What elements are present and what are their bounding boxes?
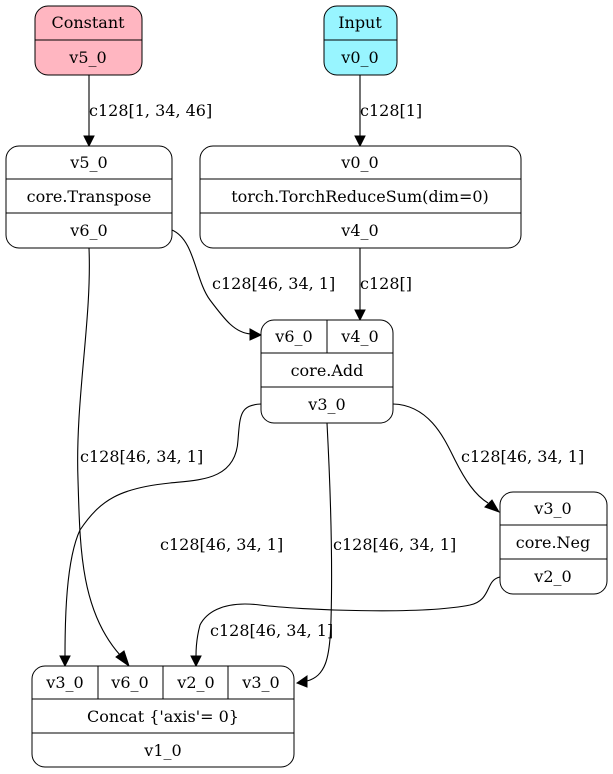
edge-label: c128[46, 34, 1] bbox=[160, 535, 283, 554]
edge-label: c128[46, 34, 1] bbox=[333, 535, 456, 554]
edge-label: c128[] bbox=[360, 274, 412, 293]
node-output-port: v4_0 bbox=[340, 221, 378, 240]
node-input-port: v0_0 bbox=[340, 153, 378, 172]
edge-add-concat-last: c128[46, 34, 1] bbox=[295, 422, 456, 688]
node-input-port: v6_0 bbox=[110, 673, 148, 692]
node-title: Input bbox=[338, 13, 382, 32]
edge-add-neg: c128[46, 34, 1] bbox=[392, 403, 584, 513]
edge-label: c128[46, 34, 1] bbox=[212, 274, 335, 293]
neg-node[interactable]: v3_0 core.Neg v2_0 bbox=[499, 491, 608, 595]
add-node[interactable]: v6_0 v4_0 core.Add v3_0 bbox=[260, 319, 394, 424]
node-output-port: v5_0 bbox=[68, 48, 106, 67]
node-input-port: v3_0 bbox=[45, 673, 83, 692]
edge-transpose-add: c128[46, 34, 1] bbox=[171, 229, 335, 341]
node-output-port: v0_0 bbox=[340, 48, 378, 67]
node-title: Constant bbox=[51, 13, 125, 32]
edge-constant-transpose: c128[1, 34, 46] bbox=[83, 75, 212, 148]
node-input-port: v4_0 bbox=[340, 327, 378, 346]
input-node[interactable]: Input v0_0 bbox=[323, 5, 398, 76]
concat-node[interactable]: v3_0 v6_0 v2_0 v3_0 Concat {'axis'= 0} v… bbox=[31, 665, 295, 768]
node-op-label: core.Transpose bbox=[27, 187, 152, 206]
node-output-port: v1_0 bbox=[143, 741, 181, 760]
node-op-label: torch.TorchReduceSum(dim=0) bbox=[231, 187, 489, 206]
edge-label: c128[46, 34, 1] bbox=[210, 621, 333, 640]
edge-input-reducesum: c128[1] bbox=[354, 75, 422, 148]
node-output-port: v3_0 bbox=[307, 395, 345, 414]
constant-node[interactable]: Constant v5_0 bbox=[34, 5, 143, 76]
edge-add-concat-first: c128[46, 34, 1] bbox=[59, 403, 283, 668]
edge-reducesum-add: c128[] bbox=[354, 248, 412, 322]
node-input-port: v3_0 bbox=[241, 673, 279, 692]
edge-label: c128[1, 34, 46] bbox=[89, 101, 212, 120]
node-op-label: core.Neg bbox=[516, 533, 591, 552]
transpose-node[interactable]: v5_0 core.Transpose v6_0 bbox=[5, 145, 173, 249]
node-op-label: core.Add bbox=[291, 361, 364, 380]
node-input-port: v3_0 bbox=[533, 499, 571, 518]
node-input-port: v6_0 bbox=[274, 327, 312, 346]
node-op-label: Concat {'axis'= 0} bbox=[87, 707, 239, 726]
node-output-port: v6_0 bbox=[69, 221, 107, 240]
edge-label: c128[1] bbox=[360, 101, 422, 120]
edge-neg-concat: c128[46, 34, 1] bbox=[190, 576, 501, 668]
nodes: Constant v5_0 Input v0_0 v5_0 core.Trans… bbox=[5, 5, 608, 768]
edge-transpose-concat: c128[46, 34, 1] bbox=[77, 247, 203, 668]
edges: c128[1, 34, 46] c128[1] c128[46, 34, 1] … bbox=[59, 75, 584, 688]
edge-label: c128[46, 34, 1] bbox=[80, 447, 203, 466]
node-input-port: v2_0 bbox=[176, 673, 214, 692]
node-output-port: v2_0 bbox=[533, 567, 571, 586]
edge-label: c128[46, 34, 1] bbox=[461, 447, 584, 466]
reducesum-node[interactable]: v0_0 torch.TorchReduceSum(dim=0) v4_0 bbox=[199, 145, 522, 249]
node-input-port: v5_0 bbox=[69, 153, 107, 172]
